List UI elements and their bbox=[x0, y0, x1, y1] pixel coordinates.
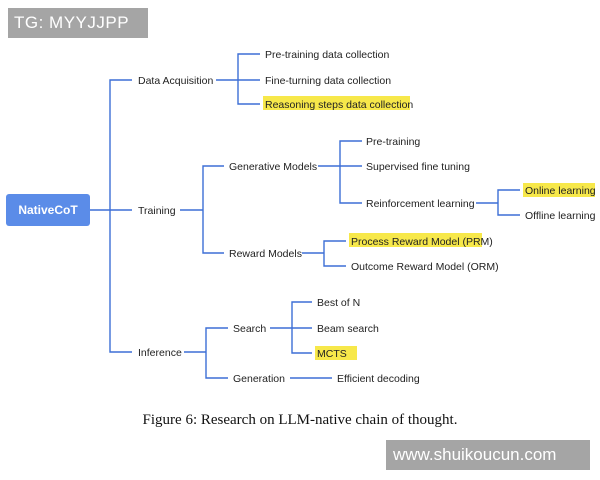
node-online-learning: Online learning bbox=[525, 185, 596, 197]
highlight-prm bbox=[349, 233, 482, 247]
node-reward-models: Reward Models bbox=[229, 248, 302, 260]
node-pretraining-data: Pre-training data collection bbox=[265, 49, 389, 61]
watermark-top: TG: MYYJJPP bbox=[8, 8, 148, 38]
node-generative-models: Generative Models bbox=[229, 161, 317, 173]
edge-training-generative bbox=[202, 165, 224, 210]
node-mcts: MCTS bbox=[317, 348, 347, 360]
node-finetuning-data: Fine-turning data collection bbox=[265, 75, 391, 87]
edge-search-mcts bbox=[291, 328, 312, 354]
node-efficient-decoding: Efficient decoding bbox=[337, 373, 420, 385]
node-pretraining: Pre-training bbox=[366, 136, 420, 148]
node-prm: Process Reward Model (PRM) bbox=[351, 236, 493, 248]
watermark-bottom: www.shuikoucun.com bbox=[386, 440, 590, 470]
edge-gen-pretraining bbox=[339, 140, 362, 166]
edge-da-reasoning bbox=[237, 80, 260, 105]
node-reinforcement-learning: Reinforcement learning bbox=[366, 198, 475, 210]
node-best-of-n: Best of N bbox=[317, 297, 360, 309]
node-beam-search: Beam search bbox=[317, 323, 379, 335]
edge-reward-orm bbox=[323, 253, 346, 267]
node-orm: Outcome Reward Model (ORM) bbox=[351, 261, 499, 273]
edge-root-data-acquisition bbox=[90, 79, 132, 211]
highlight-mcts bbox=[315, 346, 357, 360]
highlight-online-learning bbox=[523, 183, 595, 197]
edge-training-reward bbox=[202, 210, 224, 254]
node-search: Search bbox=[233, 323, 266, 335]
node-training: Training bbox=[138, 205, 176, 217]
edge-rl-offline bbox=[497, 203, 520, 216]
edge-inference-generation bbox=[205, 352, 228, 379]
node-offline-learning: Offline learning bbox=[525, 210, 596, 222]
root-node-label: NativeCoT bbox=[18, 203, 78, 217]
edge-root-inference bbox=[109, 210, 132, 353]
edge-da-pretrain bbox=[237, 53, 260, 80]
highlight-reasoning-steps bbox=[263, 96, 410, 110]
edge-inference-search bbox=[205, 327, 228, 352]
edge-reward-prm bbox=[323, 240, 346, 253]
edge-rl-online bbox=[497, 189, 520, 203]
node-data-acquisition: Data Acquisition bbox=[138, 75, 213, 87]
figure-caption: Figure 6: Research on LLM-native chain o… bbox=[142, 412, 458, 428]
node-generation: Generation bbox=[233, 373, 285, 385]
node-inference: Inference bbox=[138, 347, 182, 359]
edge-gen-rl bbox=[339, 166, 362, 204]
tree-edges bbox=[90, 53, 520, 379]
node-sft: Supervised fine tuning bbox=[366, 161, 470, 173]
root-node-box bbox=[6, 194, 90, 226]
edge-search-bestofn bbox=[291, 301, 312, 328]
node-reasoning-data: Reasoning steps data collection bbox=[265, 99, 413, 111]
